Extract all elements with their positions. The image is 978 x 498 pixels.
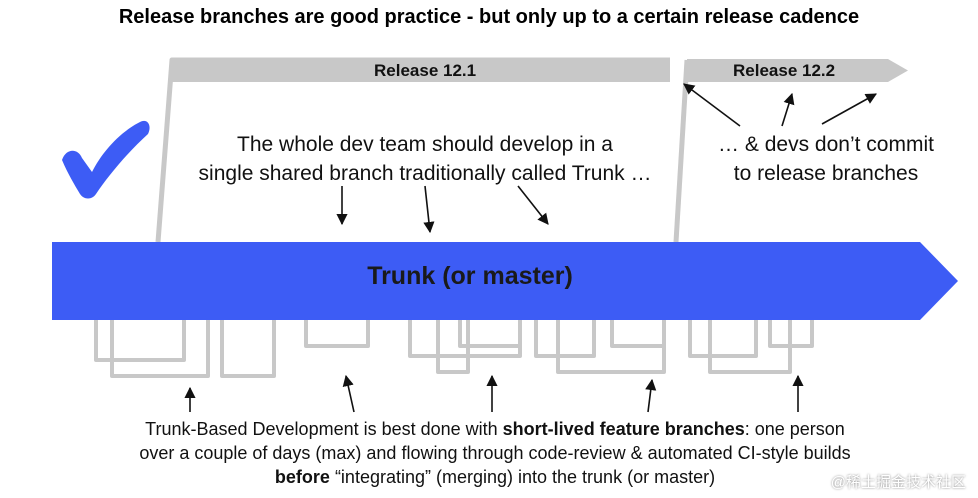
feature-arrows <box>184 374 804 413</box>
description-text: “integrating” (merging) into the trunk (… <box>329 467 716 487</box>
team-text-line-1: The whole dev team should develop in a <box>237 133 613 156</box>
release-12-2-label: Release 12.2 <box>733 61 836 80</box>
watermark: @稀土掘金技术社区 <box>830 474 966 491</box>
devs-text: … & devs don’t commit to release branche… <box>696 130 956 188</box>
trunk-label: Trunk (or master) <box>367 262 573 290</box>
description-text: : one person <box>744 419 845 439</box>
devs-arrows <box>683 83 877 127</box>
description-emphasis: before <box>274 467 330 487</box>
description-emphasis: short-lived feature branches <box>502 419 745 439</box>
team-text-line-2: single shared branch traditionally calle… <box>198 162 652 185</box>
devs-text-line-2: to release branches <box>733 162 919 185</box>
description-line-2: over a couple of days (max) and flowing … <box>139 443 851 463</box>
team-arrows <box>336 185 549 234</box>
trunk-arrow <box>52 242 958 320</box>
description-line-1: Trunk-Based Development is best done wit… <box>60 417 930 441</box>
description-text: Trunk-Based Development is best done wit… <box>145 419 503 439</box>
feature-branches <box>94 318 814 378</box>
release-12-1-label: Release 12.1 <box>374 61 477 80</box>
checkmark-icon <box>62 120 150 199</box>
description-line-3: before “integrating” (merging) into the … <box>60 465 930 489</box>
feature-branch-description: Trunk-Based Development is best done wit… <box>60 417 930 489</box>
release-branch-12-1 <box>155 57 670 243</box>
devs-text-line-1: … & devs don’t commit <box>718 133 934 156</box>
team-text: The whole dev team should develop in a s… <box>170 130 680 188</box>
diagram-title: Release branches are good practice - but… <box>118 6 860 28</box>
